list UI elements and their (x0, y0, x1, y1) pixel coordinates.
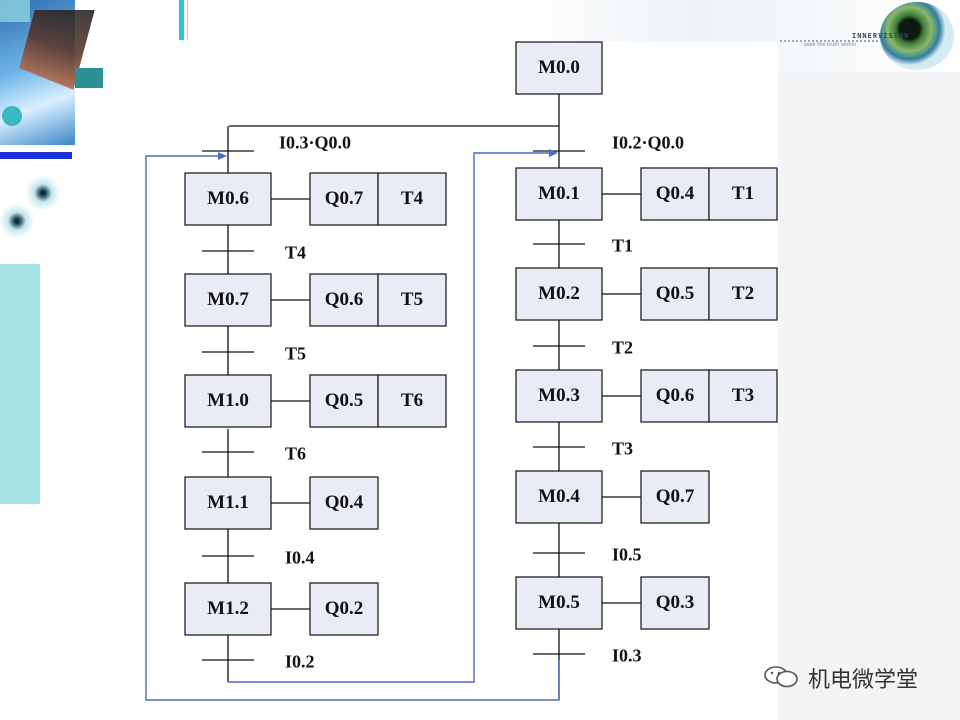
output-label: Q0.4 (655, 183, 695, 204)
step-label: M0.3 (538, 385, 580, 406)
step-label: M1.1 (207, 492, 249, 513)
output-label: T1 (731, 183, 755, 204)
step-box (184, 273, 272, 327)
step-label: M0.2 (538, 283, 580, 304)
template-line (187, 0, 188, 40)
output-box (640, 369, 710, 423)
template-side-band (778, 72, 960, 720)
step-label: M0.7 (207, 289, 249, 310)
output-label: T2 (731, 283, 755, 304)
output-label: Q0.6 (655, 385, 695, 406)
transition-label: I0.3·Q0.0 (279, 132, 352, 153)
output-label: T5 (400, 289, 424, 310)
template-line (179, 0, 184, 40)
transition-label: I0.3 (612, 645, 642, 666)
output-box (377, 374, 447, 428)
step-label: M0.6 (207, 188, 249, 209)
output-label: Q0.7 (324, 188, 364, 209)
step-label: M0.4 (538, 486, 580, 507)
output-label: Q0.2 (324, 598, 364, 619)
output-box (708, 167, 778, 221)
output-label: Q0.4 (324, 492, 364, 513)
output-label: T6 (400, 390, 424, 411)
template-dot (2, 106, 22, 126)
output-box (377, 172, 447, 226)
output-label: Q0.7 (655, 486, 695, 507)
step-box (184, 582, 272, 636)
return-path-to-m06 (145, 155, 560, 701)
transition-label: T6 (285, 443, 307, 464)
output-box (309, 582, 379, 636)
step-label: M0.0 (538, 57, 580, 78)
transition-label: I0.2·Q0.0 (612, 132, 685, 153)
output-box (708, 267, 778, 321)
output-label: T3 (731, 385, 755, 406)
step-label: M0.1 (538, 183, 580, 204)
transition-label: I0.5 (612, 544, 642, 565)
transition-label: I0.2 (285, 651, 315, 672)
transition-label: T4 (285, 242, 307, 263)
template-square (75, 68, 103, 88)
output-box (377, 273, 447, 327)
output-label: Q0.3 (655, 592, 695, 613)
output-box (309, 476, 379, 530)
brand-tagline: seek the truth within (804, 42, 857, 48)
step-box (515, 470, 603, 524)
output-box (708, 369, 778, 423)
transition-label: T1 (612, 235, 634, 256)
watermark-text: 机电微学堂 (808, 668, 919, 693)
step-label: M1.2 (207, 598, 249, 619)
output-box (640, 576, 710, 630)
template-dotted-rule (780, 40, 880, 42)
output-box (640, 470, 710, 524)
step-label: M0.5 (538, 592, 580, 613)
template-strip (0, 264, 40, 504)
eye-logo-icon (880, 2, 954, 70)
output-box (640, 267, 710, 321)
output-label: Q0.5 (655, 283, 695, 304)
step-box (515, 41, 603, 95)
transition-label: T5 (285, 343, 307, 364)
step-label: M1.0 (207, 390, 249, 411)
return-path-to-m01 (228, 152, 551, 683)
transition-label: T2 (612, 337, 634, 358)
template-bar (0, 152, 72, 159)
output-box (640, 167, 710, 221)
arrow-head-icon (218, 152, 227, 160)
transition-label: T3 (612, 438, 634, 459)
output-label: Q0.5 (324, 390, 364, 411)
template-square (0, 0, 30, 22)
output-label: Q0.6 (324, 289, 364, 310)
output-box (309, 172, 379, 226)
output-box (309, 273, 379, 327)
arrow-head-icon (549, 149, 558, 157)
chat-bubble-icon (764, 666, 798, 688)
output-label: T4 (400, 188, 424, 209)
transition-label: I0.4 (285, 547, 315, 568)
brand-name: INNERVISION (852, 32, 910, 40)
